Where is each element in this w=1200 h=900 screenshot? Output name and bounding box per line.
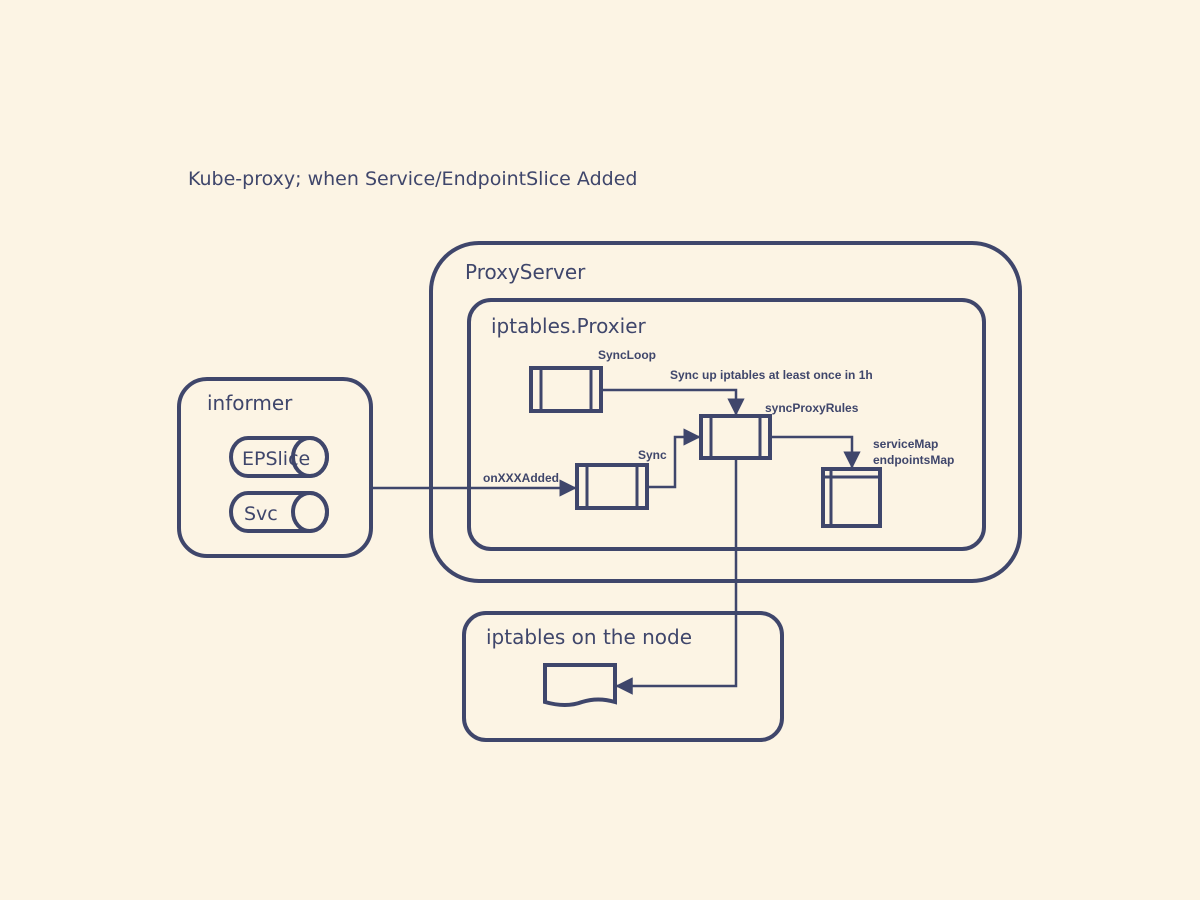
edge-syncproxyrules-to-maps [770,435,861,469]
service-map-label: serviceMap [873,437,938,451]
edge-syncloop-to-syncproxyrules [601,388,745,416]
sync-proxy-rules-process [699,414,772,460]
edges [372,388,861,695]
sync-proxy-rules-label: syncProxyRules [765,401,859,415]
proxier-box [467,298,986,551]
diagram-title: Kube-proxy; when Service/EndpointSlice A… [188,168,637,190]
syncloop-process [529,366,603,413]
iptables-node-group: iptables on the node [462,611,784,742]
proxy-server-label: ProxyServer [465,260,586,284]
sync-process [575,463,649,510]
iptables-node-label: iptables on the node [486,625,692,649]
svc-label: Svc [244,503,278,525]
epslice-cylinder: EPSlice [229,436,329,478]
proxy-server-group: ProxyServer iptables.Proxier SyncLoop Sy… [429,241,1022,583]
proxy-server-box [429,241,1022,583]
syncloop-label: SyncLoop [598,348,656,362]
proxier-label: iptables.Proxier [491,314,646,338]
iptables-node-box [462,611,784,742]
on-added-label: onXXXAdded [483,471,559,485]
epslice-label: EPSlice [242,448,310,470]
informer-group: informer EPSlice Svc [177,377,373,558]
sync-label: Sync [638,448,667,462]
informer-box [177,377,373,558]
endpoints-map-label: endpointsMap [873,453,954,467]
maps-store [821,467,882,528]
iptables-document-icon [543,663,617,707]
sync-loop-note: Sync up iptables at least once in 1h [670,368,873,382]
svc-cylinder: Svc [229,491,329,533]
edge-sync-to-syncproxyrules [647,428,701,489]
edge-syncproxyrules-to-iptables [615,458,738,695]
informer-label: informer [207,391,293,415]
